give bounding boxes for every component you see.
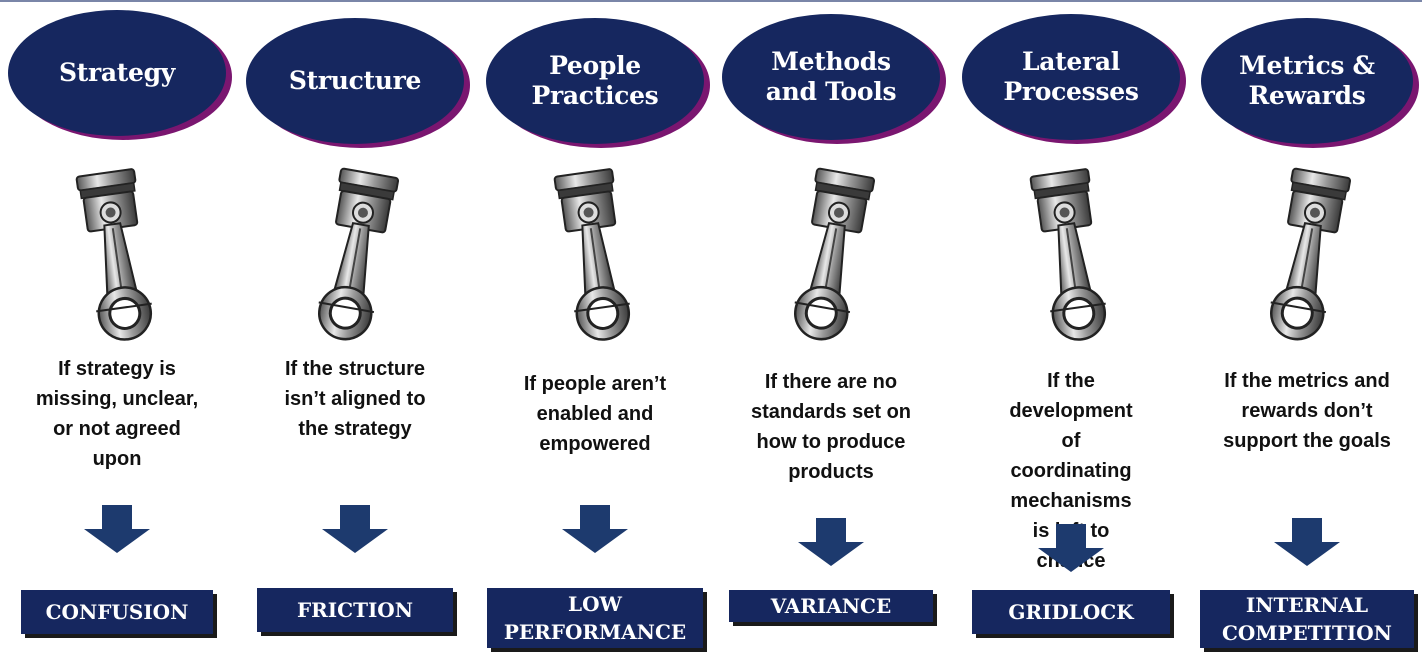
outcome-box: INTERNAL COMPETITION [1200,590,1414,648]
column-description: If the metrics and rewards don’t support… [1223,370,1391,452]
column-people-practices: People Practices If people aren’t enable… [482,0,708,654]
column-description: If people aren’t enabled and empowered [523,373,667,455]
outcome-box: LOW PERFORMANCE [487,588,703,648]
piston-icon [1262,166,1352,346]
arrow-down-icon [1274,518,1340,566]
methods-and-tools-oval: Methods and Tools [722,14,940,140]
outcome-box: FRICTION [257,588,453,632]
oval-title: Lateral Processes [1003,47,1139,106]
column-description: If there are no standards set on how to … [750,371,912,483]
arrow-down-icon [84,505,150,553]
column-metrics-and-rewards: Metrics & Rewards If the metrics and rew… [1194,0,1420,654]
structure-oval: Structure [246,18,464,144]
arrow-down-icon [1038,524,1104,572]
outcome-box: GRIDLOCK [972,590,1170,634]
column-description: If strategy is missing, unclear, or not … [35,358,199,470]
piston-icon [310,166,400,346]
piston-icon [786,166,876,346]
outcome-box: VARIANCE [729,590,933,622]
top-border [0,0,1422,2]
oval-title: Metrics & Rewards [1239,51,1375,110]
arrow-down-icon [798,518,864,566]
lateral-processes-oval: Lateral Processes [962,14,1180,140]
column-structure: Structure If the structure isn’t aligned… [242,0,468,654]
oval-title: Methods and Tools [765,47,897,106]
oval-title: People Practices [531,51,659,110]
column-description: If the structure isn’t aligned to the st… [284,358,426,440]
oval-title: Structure [288,66,422,95]
metrics-and-rewards-oval: Metrics & Rewards [1201,18,1413,144]
arrow-down-icon [562,505,628,553]
strategy-oval: Strategy [8,10,226,136]
column-methods-and-tools: Methods and Tools If there are no standa… [718,0,944,654]
oval-title: Strategy [58,58,176,87]
column-strategy: Strategy If strategy is missing, unclear… [4,0,230,654]
piston-icon [1028,167,1113,345]
piston-icon [74,167,159,345]
piston-icon [552,167,637,345]
outcome-box: CONFUSION [21,590,213,634]
column-lateral-processes: Lateral Processes If the development of … [958,0,1184,654]
people-practices-oval: People Practices [486,18,704,144]
arrow-down-icon [322,505,388,553]
